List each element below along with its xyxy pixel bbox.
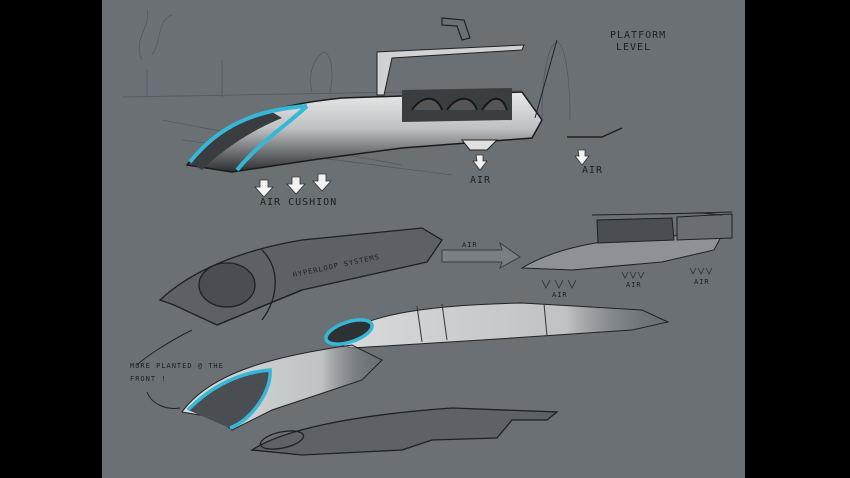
air-cushion-arrows — [254, 149, 590, 198]
letterbox-right — [745, 0, 850, 478]
air-small-label-3: AIR — [694, 278, 710, 286]
pod-bottom-outline — [250, 407, 559, 456]
pod-middle-right — [520, 211, 733, 271]
pod-long — [324, 302, 670, 349]
platform-level-label-2: LEVEL — [616, 42, 652, 53]
air-label-1: AIR — [470, 175, 492, 186]
letterbox-left — [0, 0, 102, 478]
small-air-arrows — [541, 267, 713, 289]
air-cushion-label: AIR CUSHION — [260, 197, 338, 208]
air-small-label-1: AIR — [552, 291, 568, 299]
air-arrow — [441, 241, 521, 270]
pod-top — [185, 17, 623, 173]
pod-middle-left — [158, 227, 443, 326]
note-line-1: MORE PLANTED @ THE — [130, 362, 224, 370]
pod-front — [181, 344, 383, 431]
air-label-2: AIR — [582, 165, 604, 176]
note-arrows — [136, 329, 193, 409]
sketch-canvas: AIR CUSHION PLATFORM LEVEL AIR AIR HYPER… — [102, 0, 745, 478]
air-small-label-2: AIR — [626, 281, 642, 289]
platform-level-label-1: PLATFORM — [610, 30, 667, 41]
sketch-drawing — [121, 9, 733, 456]
note-line-2: FRONT ! — [130, 375, 167, 383]
air-arrow-label: AIR — [462, 241, 478, 249]
